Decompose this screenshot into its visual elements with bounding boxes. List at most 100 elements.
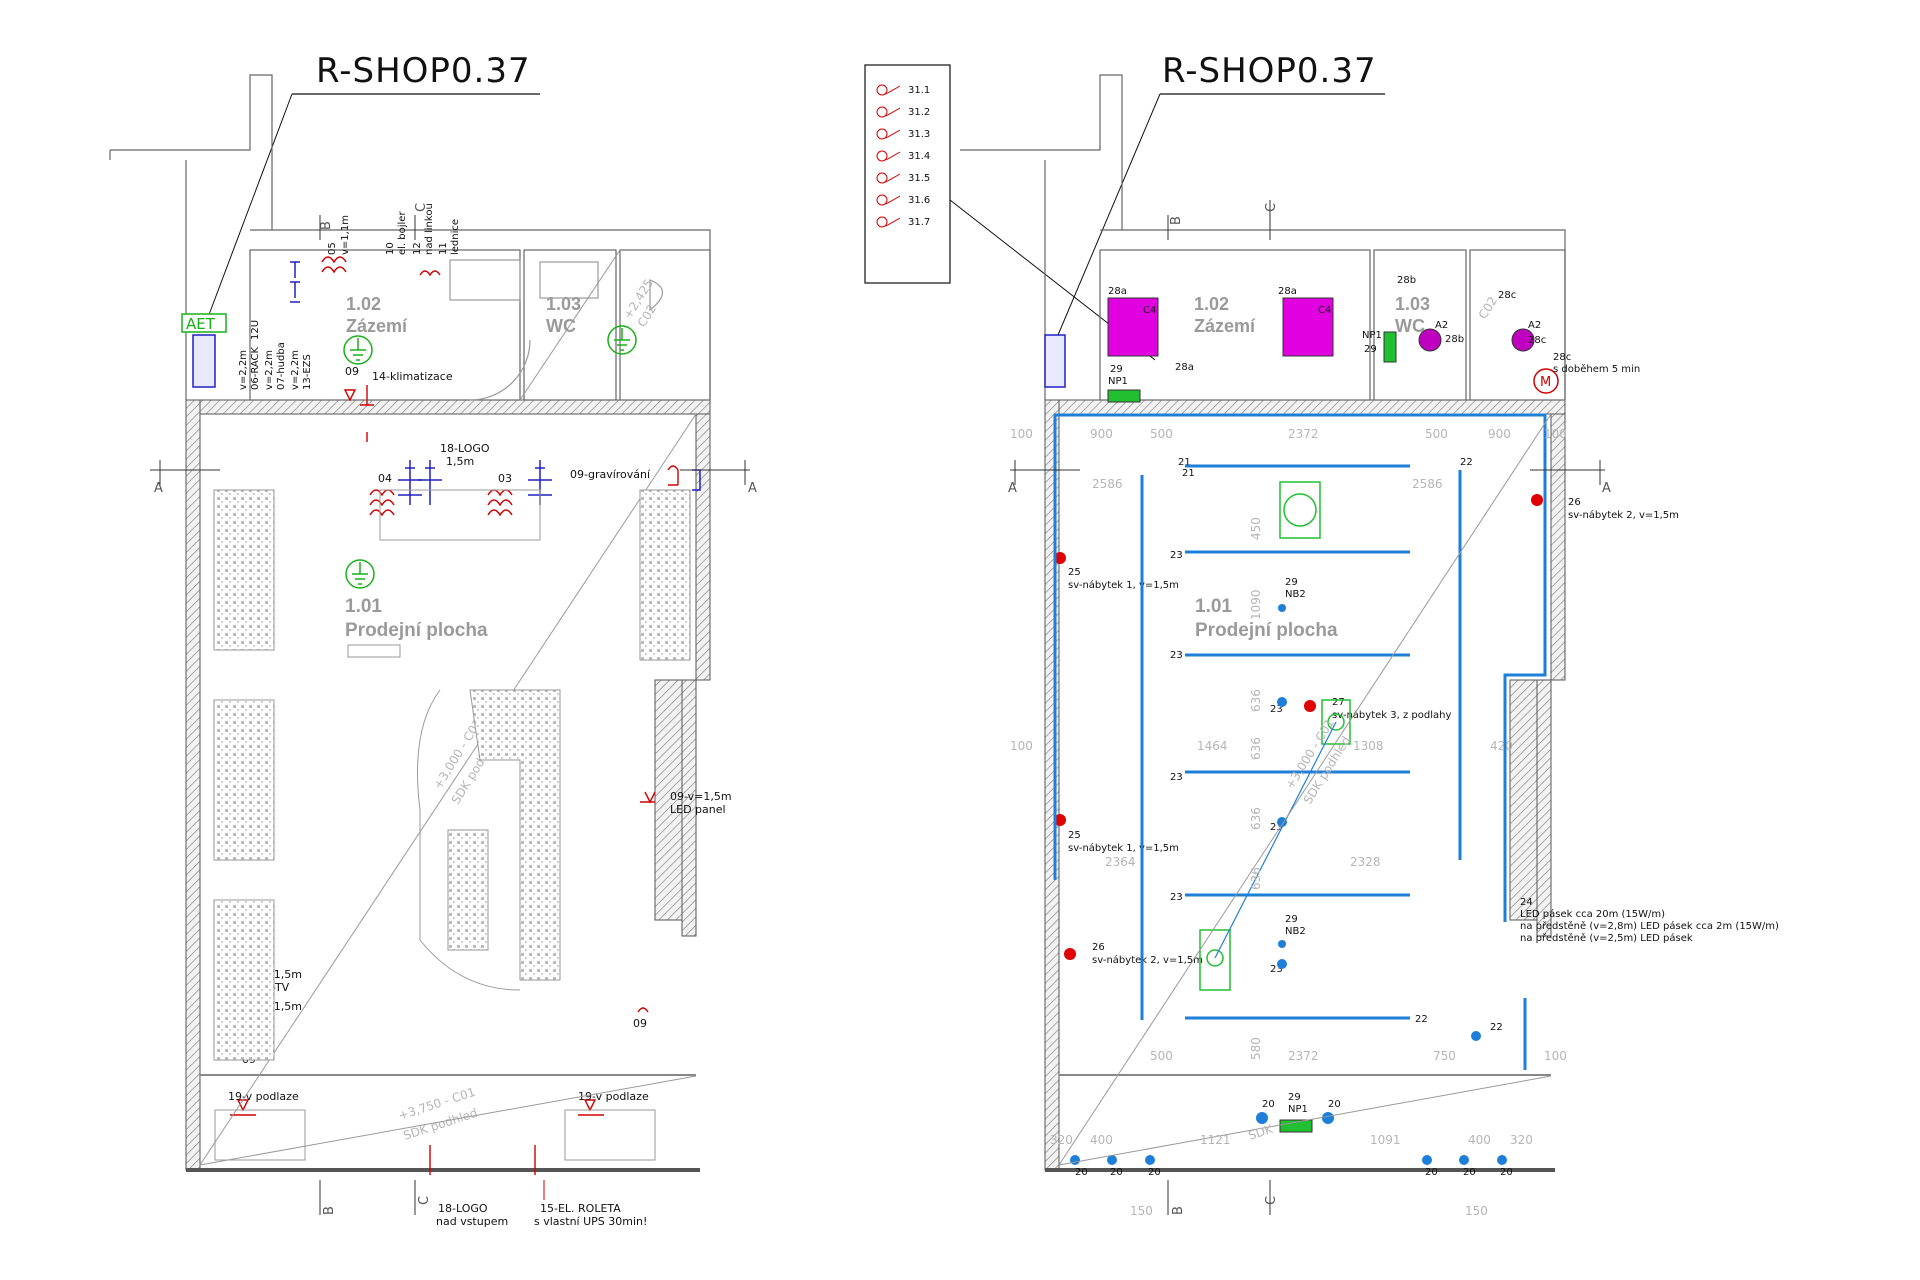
svg-text:20: 20: [1500, 1167, 1513, 1178]
svg-text:450: 450: [1249, 517, 1263, 540]
np1-box-3: [1279, 1119, 1313, 1133]
svg-text:A: A: [1008, 481, 1017, 496]
panel-cabinet: [1044, 334, 1066, 388]
right-ceiling-diagonals: [1058, 413, 1552, 1166]
red-fixture-dots: [1054, 494, 1543, 960]
right-room-1-01-number: 1.01: [1195, 596, 1232, 617]
label-klimatizace: 14-klimatizace: [372, 370, 453, 383]
left-room-1-03-number: 1.03: [546, 294, 581, 314]
right-room-1-03-name: WC: [1395, 316, 1425, 336]
svg-text:20: 20: [1075, 1167, 1088, 1178]
svg-text:31.6: 31.6: [908, 195, 930, 206]
svg-text:20: 20: [1328, 1099, 1341, 1110]
label-floor-2: 19-v podlaze: [578, 1090, 649, 1103]
svg-text:22: 22: [1490, 1022, 1503, 1033]
right-room-1-01-name: Prodejní plocha: [1195, 620, 1338, 641]
left-room-1-03-name: WC: [546, 316, 576, 336]
svg-text:25: 25: [1068, 567, 1081, 578]
svg-text:23: 23: [1170, 550, 1183, 561]
right-room-1-02-number: 1.02: [1194, 294, 1229, 314]
svg-text:320: 320: [1510, 1133, 1533, 1147]
svg-text:28c: 28c: [1498, 290, 1516, 301]
svg-text:21: 21: [1182, 468, 1195, 479]
track-lights-horizontal: [1185, 464, 1410, 1020]
left-room-1-01-number: 1.01: [345, 596, 382, 617]
fan-motor-icon: [1533, 368, 1559, 394]
svg-text:31.1: 31.1: [908, 85, 930, 96]
svg-text:LED pásek cca 20m (15W/m): LED pásek cca 20m (15W/m): [1520, 908, 1665, 920]
svg-text:20: 20: [1262, 1099, 1275, 1110]
svg-text:29: 29: [1285, 577, 1298, 588]
svg-text:900: 900: [1090, 427, 1113, 441]
connection-line: [1214, 721, 1337, 959]
svg-text:25: 25: [1068, 830, 1081, 841]
svg-text:NP1: NP1: [1288, 1104, 1308, 1115]
svg-text:150: 150: [1465, 1204, 1488, 1218]
svg-text:sv-nábytek 2, v=1,5m: sv-nábytek 2, v=1,5m: [1092, 954, 1203, 966]
track-lights-vertical: [1140, 470, 1462, 1020]
svg-text:12U: 12U: [250, 320, 261, 340]
label-logo: 18-LOGO: [440, 442, 490, 455]
svg-text:28c: 28c: [1528, 335, 1546, 346]
svg-text:07-hudba: 07-hudba: [276, 342, 287, 390]
label-logo-height: 1,5m: [446, 455, 474, 468]
svg-text:900: 900: [1488, 427, 1511, 441]
svg-text:150: 150: [1130, 1204, 1153, 1218]
right-room-1-02-name: Zázemí: [1194, 316, 1256, 336]
svg-text:sv-nábytek 2, v=1,5m: sv-nábytek 2, v=1,5m: [1568, 509, 1679, 521]
svg-text:20: 20: [1148, 1167, 1161, 1178]
svg-text:636: 636: [1249, 807, 1263, 830]
label-n09-top: 09: [345, 365, 359, 378]
svg-text:A: A: [154, 481, 163, 496]
svg-text:29: 29: [1110, 364, 1123, 375]
svg-text:31.5: 31.5: [908, 173, 930, 184]
svg-text:100: 100: [1010, 427, 1033, 441]
svg-text:el. bojler: el. bojler: [397, 211, 408, 255]
right-title-leader: [1057, 93, 1161, 336]
svg-text:23: 23: [1270, 964, 1283, 975]
svg-text:lednice: lednice: [450, 219, 461, 255]
svg-text:27: 27: [1332, 697, 1345, 708]
svg-text:23: 23: [1170, 650, 1183, 661]
aet-tag: [181, 313, 227, 333]
left-room-tag-box: [347, 644, 401, 658]
right-c02: C02: [1476, 294, 1500, 321]
svg-text:580: 580: [1249, 1037, 1263, 1060]
right-dimensions: 100 900 500 2372 500 900 100 2586 2586 1…: [1010, 427, 1567, 1218]
svg-text:B: B: [1169, 216, 1184, 225]
svg-text:nad linkou: nad linkou: [424, 203, 435, 255]
svg-text:636: 636: [1249, 867, 1263, 890]
svg-text:636: 636: [1249, 689, 1263, 712]
left-room-1-02-name: Zázemí: [346, 316, 408, 336]
label-n04: 04: [378, 472, 392, 485]
label-logo-bottom-2: nad vstupem: [436, 1215, 508, 1228]
left-section-marks: A A B B C C: [150, 203, 757, 1215]
right-plan: R-SHOP0.37 31.1 31.2 31.3 31.4 31.5 31.6…: [864, 51, 1779, 1218]
label-roleta-2: s vlastní UPS 30min!: [534, 1215, 647, 1228]
label-n09-right: 09: [633, 1017, 647, 1030]
light-fixture-icon: [224, 256, 679, 1175]
right-section-marks: A A B B C C: [1008, 200, 1611, 1215]
c4-unit-1: [1107, 297, 1159, 357]
aet-cabinet: [192, 334, 216, 388]
svg-text:750: 750: [1433, 1049, 1456, 1063]
svg-text:26: 26: [1092, 942, 1105, 953]
label-roleta-1: 15-EL. ROLETA: [540, 1202, 621, 1215]
svg-text:23: 23: [1170, 772, 1183, 783]
label-m: M: [1540, 375, 1551, 390]
right-ceiling-3: SDK: [1247, 1122, 1276, 1143]
right-back-rooms: [1099, 249, 1566, 401]
svg-text:28a: 28a: [1108, 286, 1127, 297]
np1-box-1: [1107, 389, 1141, 403]
svg-text:2372: 2372: [1288, 427, 1319, 441]
svg-text:1121: 1121: [1200, 1133, 1231, 1147]
svg-text:2328: 2328: [1350, 855, 1381, 869]
svg-text:28a: 28a: [1278, 286, 1297, 297]
a2-fixture-1: [1418, 328, 1442, 352]
svg-text:2372: 2372: [1288, 1049, 1319, 1063]
svg-text:100: 100: [1010, 739, 1033, 753]
svg-text:C: C: [1264, 1196, 1279, 1205]
svg-text:NP1: NP1: [1362, 330, 1382, 341]
svg-text:NP1: NP1: [1108, 376, 1128, 387]
